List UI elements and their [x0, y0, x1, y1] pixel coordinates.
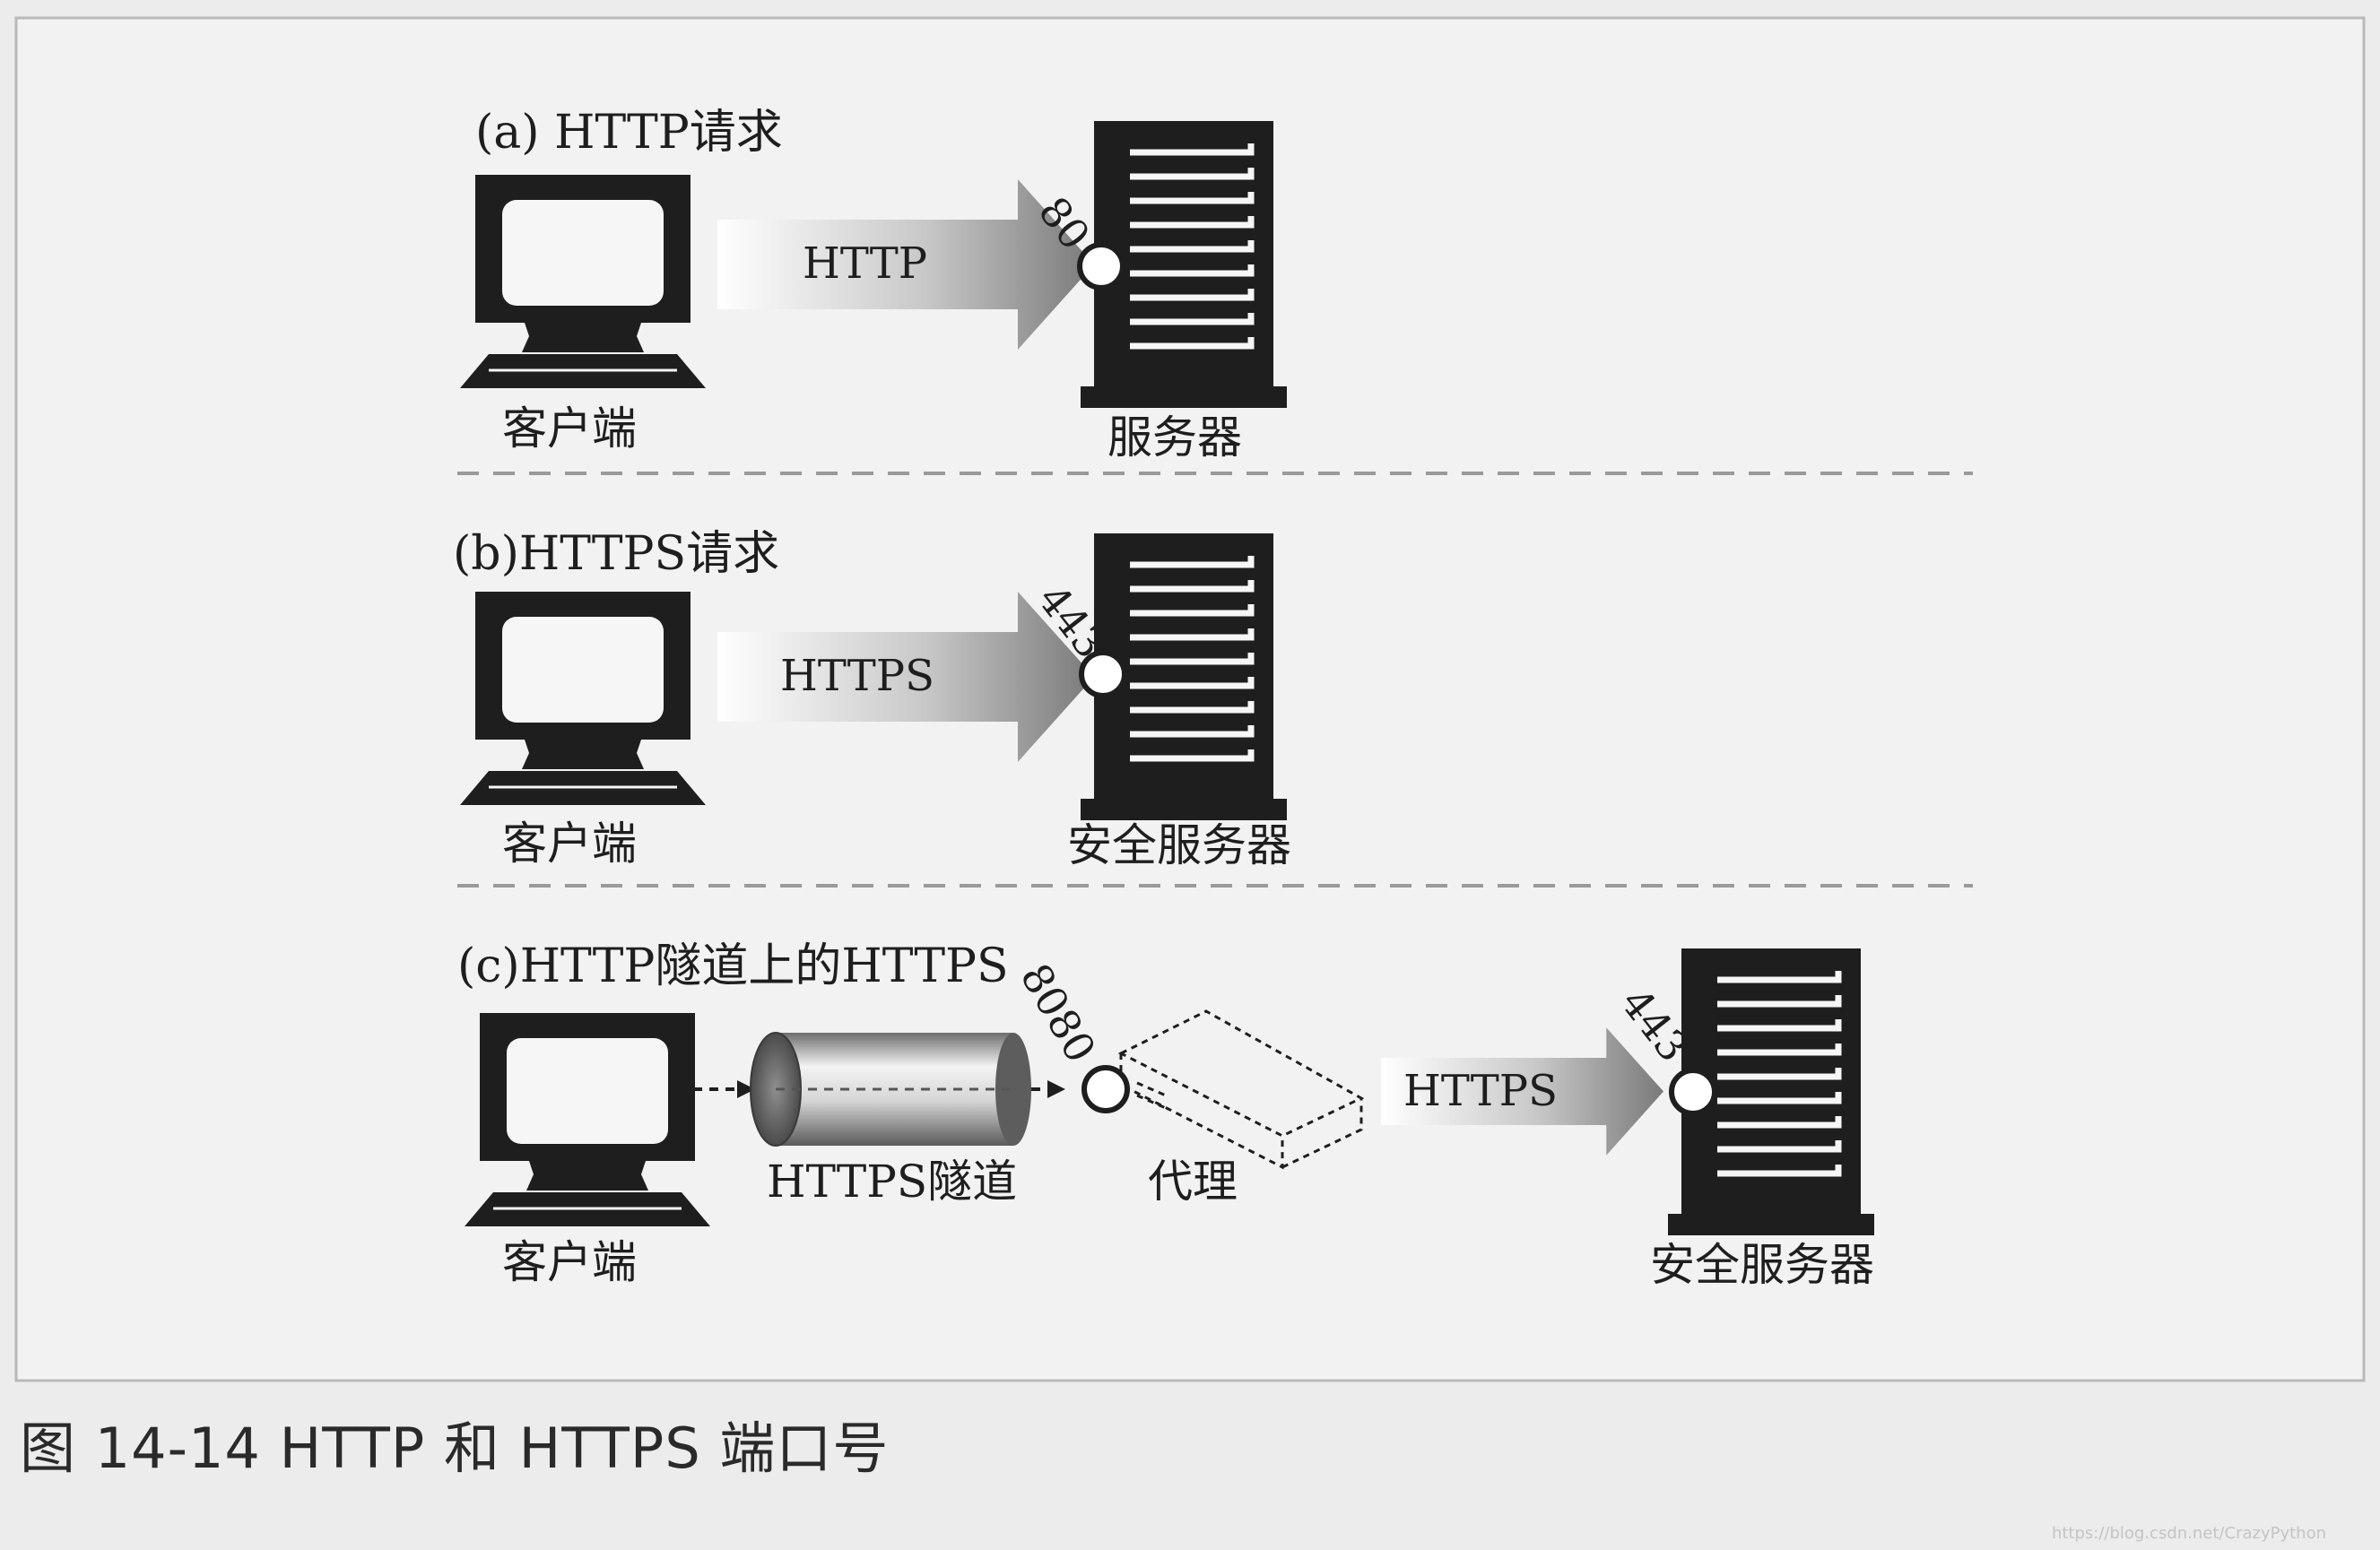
panel-b: (b)HTTPS请求 客户端 HTTPS 443 安全服务器	[453, 527, 1291, 871]
client-monitor-icon	[463, 1013, 712, 1228]
panel-b-arrow-label: HTTPS	[780, 651, 934, 701]
panel-c-title: (c)HTTP隧道上的HTTPS	[457, 940, 1009, 993]
port-80-socket-icon	[1077, 242, 1125, 290]
panel-b-client-label: 客户端	[502, 818, 637, 870]
panel-c-server-label: 安全服务器	[1650, 1239, 1874, 1291]
panel-a-arrow-label: HTTP	[803, 238, 927, 289]
panel-c-arrow-label: HTTPS	[1403, 1066, 1558, 1116]
watermark: https://blog.csdn.net/CrazyPython	[2051, 1524, 2326, 1543]
panel-b-server-label: 安全服务器	[1067, 819, 1291, 871]
port-8080-socket-icon	[1081, 1065, 1130, 1113]
tunnel-label: HTTPS隧道	[767, 1156, 1017, 1208]
panel-a-client-label: 客户端	[502, 403, 637, 455]
https-tunnel-icon	[750, 1032, 1031, 1147]
port-443-socket-icon	[1669, 1068, 1717, 1116]
arrowhead-icon	[737, 1080, 755, 1098]
client-monitor-icon	[458, 175, 708, 390]
figure-caption: 图 14-14 HTTP 和 HTTPS 端口号	[20, 1416, 890, 1481]
port-443-socket-icon	[1079, 650, 1127, 698]
panel-a-title: (a) HTTP请求	[475, 106, 783, 160]
panel-b-title: (b)HTTPS请求	[453, 527, 779, 581]
panel-c-client-label: 客户端	[502, 1236, 637, 1288]
panel-a-server-label: 服务器	[1107, 411, 1242, 463]
proxy-box-icon	[1117, 1009, 1365, 1170]
arrowhead-icon	[1047, 1080, 1065, 1098]
proxy-label: 代理	[1148, 1156, 1238, 1208]
client-monitor-icon	[458, 592, 708, 807]
